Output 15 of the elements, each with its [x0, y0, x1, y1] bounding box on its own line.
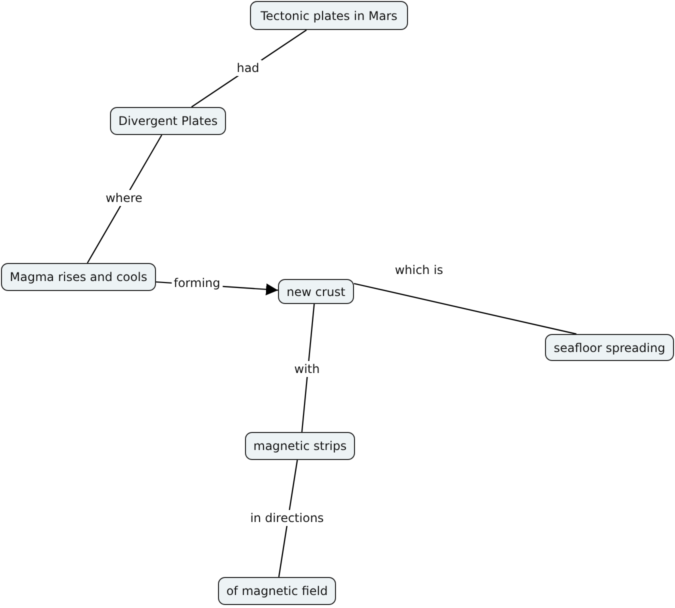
concept-box: of magnetic field: [218, 577, 336, 605]
concept-box: Tectonic plates in Mars: [250, 1, 408, 30]
edge-label: where: [104, 190, 144, 206]
concept-box: seafloor spreading: [545, 334, 674, 361]
edge-label: had: [234, 60, 262, 76]
connector-line: [354, 282, 577, 335]
concept-box: Divergent Plates: [110, 107, 226, 135]
edge-label: in directions: [248, 510, 326, 526]
edge-label: forming: [172, 275, 222, 291]
concept-box: new crust: [278, 279, 354, 304]
connector-line: [86, 134, 162, 264]
concept-box: magnetic strips: [245, 432, 355, 460]
concept-box: Magma rises and cools: [1, 263, 156, 291]
edge-label: with: [292, 361, 322, 377]
connector-line: [301, 304, 315, 432]
